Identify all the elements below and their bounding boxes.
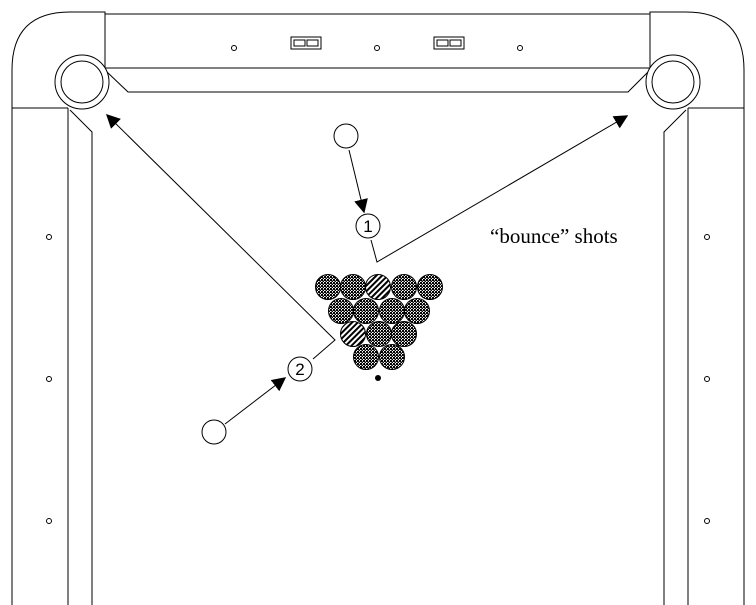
corner-pocket-right [645, 54, 701, 110]
foot-spot [375, 375, 381, 381]
shot-1-approach [348, 149, 368, 214]
cue-ball-2 [201, 419, 227, 445]
diagram-caption: “bounce” shots [490, 224, 618, 248]
left-cushion [69, 109, 93, 605]
top-cushion [106, 71, 649, 93]
marker-2-label: 2 [295, 360, 304, 379]
table-rails [11, 11, 745, 605]
marker-1-label: 1 [363, 217, 372, 236]
shot-paths [106, 114, 629, 425]
striped-ball-1 [365, 274, 391, 300]
rail-plates [290, 36, 465, 50]
rail-outer-outline [11, 11, 745, 605]
shot-2-bounce [106, 114, 336, 360]
cue-ball-1 [333, 123, 359, 149]
striped-ball-2 [340, 321, 366, 347]
marker-1: 1 [355, 213, 381, 239]
rail-sights [46, 45, 710, 524]
ball-rack [315, 274, 443, 370]
shot-2-approach [224, 377, 287, 425]
shot-1-bounce [370, 115, 629, 263]
right-cushion [663, 109, 687, 605]
corner-pocket-left [54, 54, 110, 110]
marker-2: 2 [287, 356, 313, 382]
